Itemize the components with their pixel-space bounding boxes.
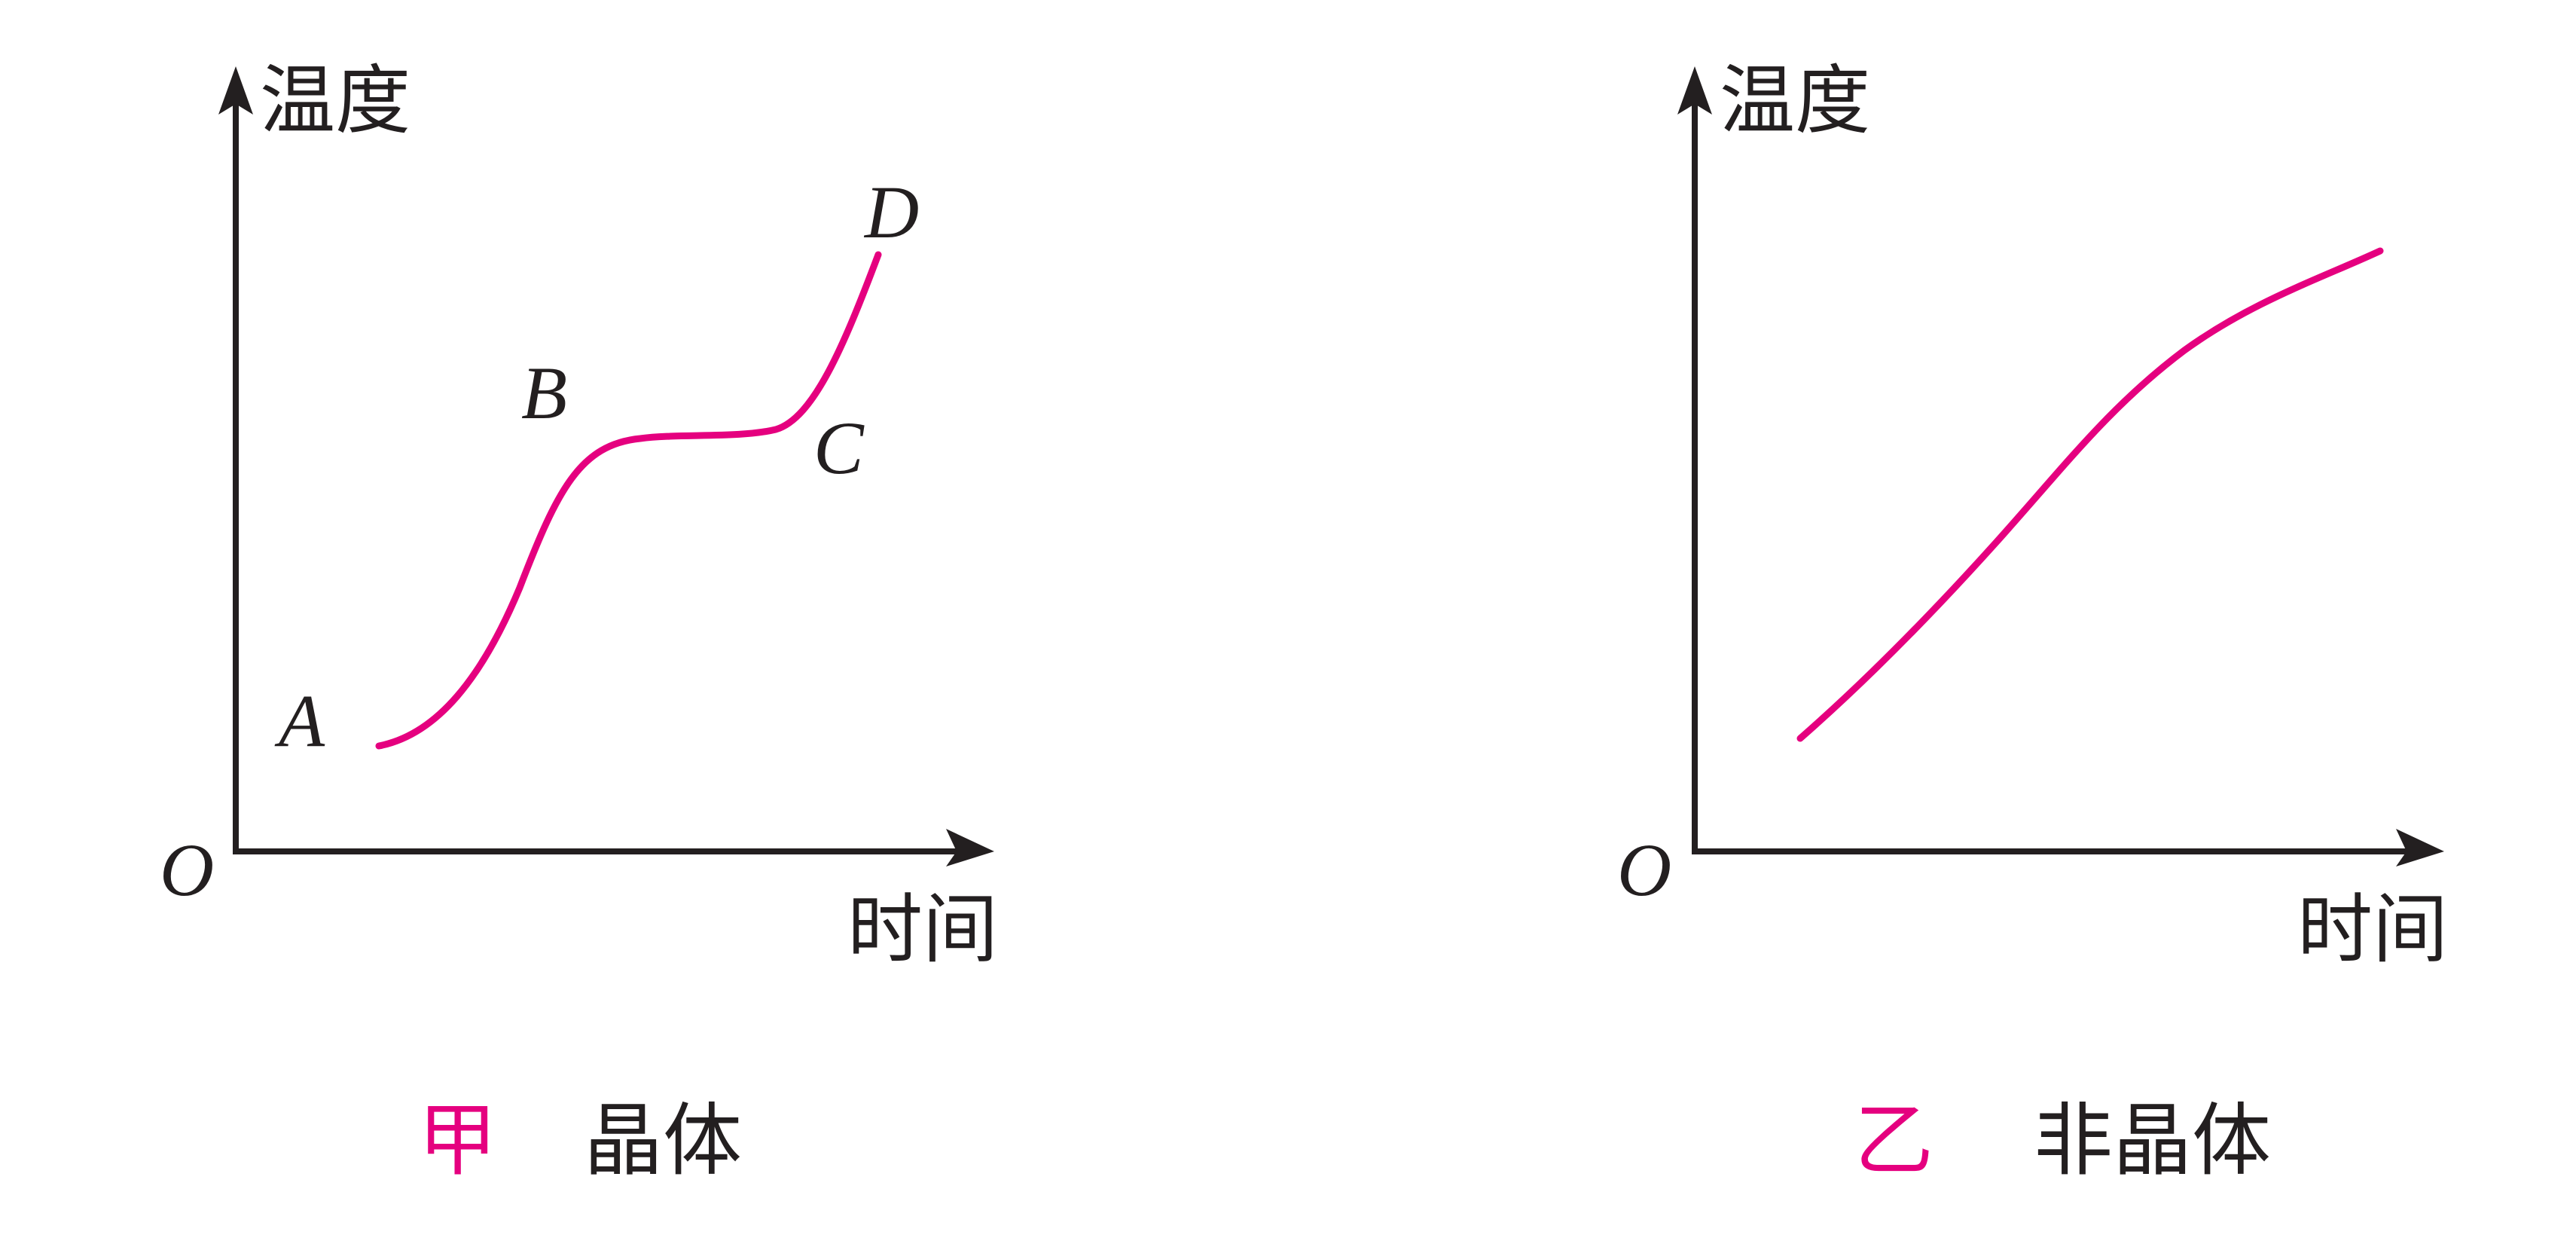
y-axis-label: 温度	[1720, 57, 1870, 145]
point-label-b: B	[521, 351, 567, 435]
y-axis-arrow-icon	[218, 66, 253, 115]
caption-mark-jia: 甲	[418, 1095, 497, 1187]
chart-amorphous: 温度 时间 O 乙 非晶体	[1617, 57, 2448, 1187]
amorphous-melting-curve	[1796, 247, 2384, 742]
point-label-c: C	[813, 406, 865, 490]
x-axis-arrow-icon	[2396, 829, 2444, 866]
chart-crystal: 温度 时间 O A B C D 甲 晶体	[160, 57, 998, 1187]
x-axis-label: 时间	[2297, 885, 2448, 973]
crystal-melting-curve	[375, 251, 882, 750]
point-label-a: A	[274, 679, 325, 763]
caption-crystal: 晶体	[584, 1095, 742, 1187]
x-axis-label: 时间	[847, 885, 998, 973]
x-axis-arrow-icon	[946, 829, 994, 866]
origin-label: O	[160, 828, 214, 912]
y-axis-arrow-icon	[1677, 66, 1712, 115]
caption-amorphous: 非晶体	[2034, 1095, 2271, 1187]
caption-mark-yi: 乙	[1854, 1095, 1934, 1187]
y-axis-label: 温度	[260, 57, 411, 145]
origin-label: O	[1617, 828, 1671, 912]
point-label-d: D	[863, 170, 919, 254]
